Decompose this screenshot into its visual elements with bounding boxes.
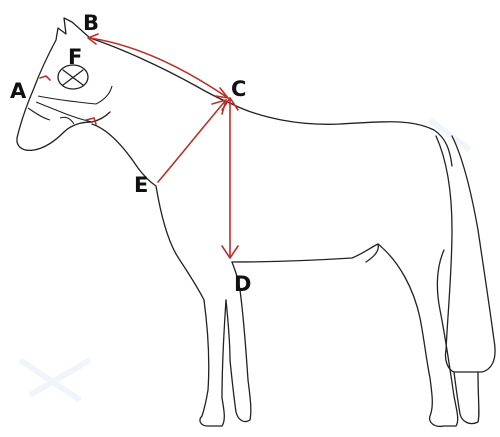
hind-leg-far xyxy=(453,371,480,425)
measure-arrowhead-b xyxy=(87,33,99,45)
label-a: A xyxy=(10,79,27,103)
point-labels: A B C D E F xyxy=(10,11,251,296)
hind-leg-near xyxy=(377,243,459,428)
measurement-lines xyxy=(39,33,239,259)
measure-line-b-to-c xyxy=(89,37,229,99)
horse-outline xyxy=(16,17,496,428)
measure-arrowhead-d xyxy=(221,245,239,259)
front-leg-far xyxy=(225,261,252,423)
halter xyxy=(27,85,113,125)
measure-mark-a xyxy=(39,75,51,81)
back-outline xyxy=(89,37,453,167)
measure-line-e-to-c xyxy=(157,99,227,183)
eye-marker xyxy=(57,64,89,90)
background-marks xyxy=(18,117,472,403)
front-leg-near xyxy=(199,299,227,427)
label-d: D xyxy=(234,272,251,296)
label-f: F xyxy=(68,45,82,69)
measure-mark-throat xyxy=(85,117,97,125)
label-b: B xyxy=(83,11,99,35)
belly-outline xyxy=(231,243,379,263)
label-c: C xyxy=(231,77,246,101)
measure-arrowhead-c xyxy=(215,87,229,99)
tail-outline xyxy=(435,135,496,373)
underside-outline xyxy=(91,123,205,301)
label-e: E xyxy=(134,173,148,197)
measure-arrowhead-e-to-c xyxy=(211,99,227,115)
